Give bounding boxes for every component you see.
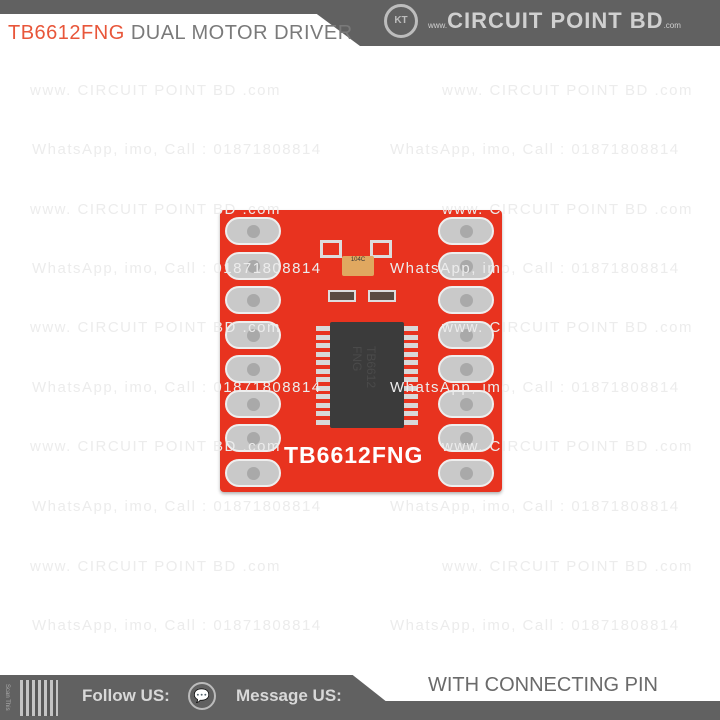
watermark-text: WhatsApp, imo, Call : 01871808814 bbox=[32, 617, 322, 634]
chip-leg bbox=[404, 385, 418, 391]
header-pin-pad bbox=[225, 320, 281, 349]
chip-marking: TB6612 FNG bbox=[350, 346, 378, 389]
watermark-text: WhatsApp, imo, Call : 01871808814 bbox=[390, 379, 680, 396]
chip-leg bbox=[316, 343, 330, 348]
chip-leg bbox=[316, 326, 330, 331]
smd-component bbox=[368, 290, 396, 302]
header-pin-pad bbox=[225, 458, 281, 487]
chip-leg bbox=[316, 368, 330, 374]
ic-chip: TB6612 FNG bbox=[330, 322, 404, 428]
scan-label: Scan This bbox=[4, 684, 10, 711]
watermark-text: www. CIRCUIT POINT BD .com bbox=[30, 438, 281, 455]
chip-leg bbox=[316, 360, 330, 365]
watermark-text: www. CIRCUIT POINT BD .com bbox=[442, 82, 693, 99]
watermark-text: www. CIRCUIT POINT BD .com bbox=[442, 438, 693, 455]
header-pin-pad bbox=[438, 251, 494, 280]
chip-leg bbox=[404, 402, 418, 408]
header-pin-pad bbox=[225, 355, 281, 383]
chip-leg bbox=[404, 334, 418, 340]
chip-leg bbox=[404, 351, 418, 357]
watermark-text: www. CIRCUIT POINT BD .com bbox=[30, 319, 281, 336]
footer-tagline-panel bbox=[340, 665, 720, 701]
chip-leg bbox=[404, 394, 418, 399]
chip-leg bbox=[404, 411, 418, 416]
brand-prefix: www. bbox=[428, 21, 448, 30]
page-title: TB6612FNG DUAL MOTOR DRIVER bbox=[8, 22, 353, 45]
watermark-text: www. CIRCUIT POINT BD .com bbox=[442, 201, 693, 218]
header-title-panel bbox=[0, 14, 360, 46]
brand-text: CIRCUIT POINT BD bbox=[447, 8, 664, 33]
brand-name: www.CIRCUIT POINT BD.com bbox=[428, 8, 681, 34]
watermark-text: WhatsApp, imo, Call : 01871808814 bbox=[390, 141, 680, 158]
header-pin-pad bbox=[438, 458, 494, 487]
header-pin-pad bbox=[225, 424, 281, 452]
header-pin-pad bbox=[438, 217, 494, 245]
brand-suffix: .com bbox=[663, 21, 681, 30]
message-label: Message US: bbox=[236, 686, 342, 705]
header-pin-pad bbox=[225, 389, 281, 418]
title-description: DUAL MOTOR DRIVER bbox=[124, 22, 353, 44]
header-pin-pad bbox=[438, 389, 494, 418]
chip-leg bbox=[316, 402, 330, 408]
header-pin-pad bbox=[438, 355, 494, 383]
tagline: WITH CONNECTING PIN bbox=[428, 674, 658, 696]
chip-leg bbox=[404, 419, 418, 425]
chip-leg bbox=[404, 326, 418, 331]
chip-leg bbox=[404, 368, 418, 374]
chip-leg bbox=[404, 360, 418, 365]
tantalum-capacitor: 104C bbox=[342, 256, 374, 276]
header-pin-pad bbox=[438, 424, 494, 452]
watermark-text: WhatsApp, imo, Call : 01871808814 bbox=[390, 498, 680, 515]
watermark-text: WhatsApp, imo, Call : 01871808814 bbox=[390, 260, 680, 277]
chip-leg bbox=[316, 385, 330, 391]
smd-component bbox=[328, 290, 356, 302]
chip-leg bbox=[316, 334, 330, 340]
brand-logo-icon: KT bbox=[384, 4, 418, 38]
header-pin-pad bbox=[438, 286, 494, 314]
watermark-text: www. CIRCUIT POINT BD .com bbox=[30, 558, 281, 575]
header-pin-pad bbox=[225, 217, 281, 245]
chip-leg bbox=[316, 411, 330, 416]
silkscreen-label: TB6612FNG bbox=[284, 442, 424, 468]
chip-leg bbox=[316, 351, 330, 357]
chip-leg bbox=[316, 394, 330, 399]
chip-leg bbox=[404, 377, 418, 382]
watermark-text: www. CIRCUIT POINT BD .com bbox=[442, 558, 693, 575]
chat-bubble-icon: 💬 bbox=[188, 682, 216, 710]
header-pin-pad bbox=[225, 251, 281, 280]
chip-leg bbox=[404, 343, 418, 348]
title-model: TB6612FNG bbox=[8, 22, 125, 44]
watermark-text: WhatsApp, imo, Call : 01871808814 bbox=[32, 141, 322, 158]
watermark-text: WhatsApp, imo, Call : 01871808814 bbox=[32, 260, 322, 277]
qr-code-icon bbox=[20, 680, 58, 716]
watermark-text: WhatsApp, imo, Call : 01871808814 bbox=[32, 379, 322, 396]
follow-label: Follow US: bbox=[82, 686, 170, 705]
watermark-text: WhatsApp, imo, Call : 01871808814 bbox=[32, 498, 322, 515]
cap-pad bbox=[320, 240, 342, 258]
watermark-text: www. CIRCUIT POINT BD .com bbox=[30, 201, 281, 218]
watermark-text: WhatsApp, imo, Call : 01871808814 bbox=[390, 617, 680, 634]
header-pin-pad bbox=[438, 320, 494, 349]
chip-leg bbox=[316, 419, 330, 425]
header-pin-pad bbox=[225, 286, 281, 314]
chip-leg bbox=[316, 377, 330, 382]
product-image-pcb: 104C TB6612 FNG TB6612FNG bbox=[220, 210, 502, 492]
cap-pad bbox=[370, 240, 392, 258]
watermark-text: www. CIRCUIT POINT BD .com bbox=[442, 319, 693, 336]
watermark-text: www. CIRCUIT POINT BD .com bbox=[30, 82, 281, 99]
